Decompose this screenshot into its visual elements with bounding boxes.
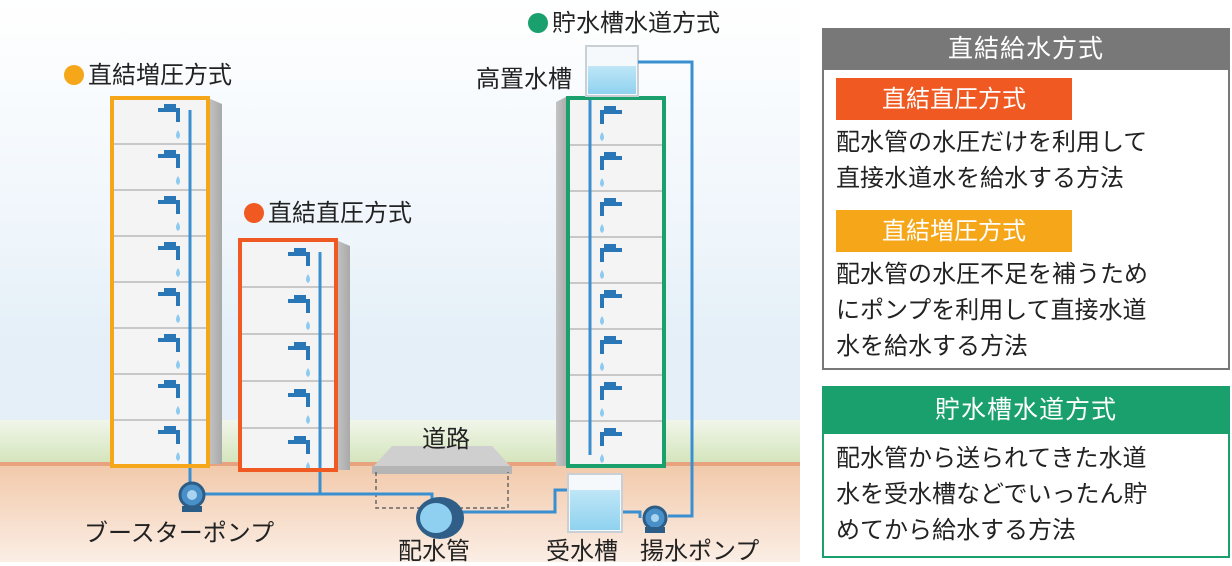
direct-building (238, 238, 350, 490)
tank-system-label: 貯水槽水道方式 (528, 8, 720, 38)
booster-pump-label: ブースターポンプ (84, 519, 275, 547)
road-label: 道路 (422, 425, 470, 453)
tank-building (556, 45, 666, 468)
main-pipe-icon (416, 497, 464, 539)
elevated-tank-label: 高置水槽 (476, 65, 572, 93)
elevated-tank (585, 45, 639, 97)
booster-tag: 直結増圧方式 (836, 210, 1072, 252)
lift-pump-label: 揚水ポンプ (640, 537, 760, 565)
direct-system-label: 直結直圧方式 (244, 198, 412, 228)
pump-icon (642, 505, 668, 533)
orange-dot-icon (64, 65, 84, 85)
pump-icon (178, 481, 206, 512)
tank-supply-box (822, 434, 1230, 558)
tank-supply-description: 配水管から送られてきた水道 水を受水槽などでいったん貯 めてから給水する方法 (836, 444, 1148, 544)
tank-supply-header: 貯水槽水道方式 (822, 386, 1230, 434)
water-supply-diagram (0, 0, 800, 562)
booster-building (110, 96, 222, 490)
booster-outline (110, 96, 210, 468)
booster-description: 配水管の水圧不足を補うため にポンプを利用して直接水道 水を給水する方法 (836, 260, 1148, 360)
receiving-tank-label: 受水槽 (546, 537, 618, 565)
direct-outline (238, 238, 338, 472)
direct-pressure-tag: 直結直圧方式 (836, 78, 1072, 120)
receiving-tank (567, 473, 623, 533)
main-pipe-label: 配水管 (398, 537, 470, 565)
green-dot-icon (528, 13, 548, 33)
tank-outline (566, 96, 666, 468)
direct-supply-header: 直結給水方式 (822, 28, 1230, 70)
direct-pressure-description: 配水管の水圧だけを利用して 直接水道水を給水する方法 (836, 128, 1148, 192)
red-dot-icon (244, 203, 264, 223)
booster-system-label: 直結増圧方式 (64, 60, 232, 90)
ground-soil (0, 464, 800, 562)
